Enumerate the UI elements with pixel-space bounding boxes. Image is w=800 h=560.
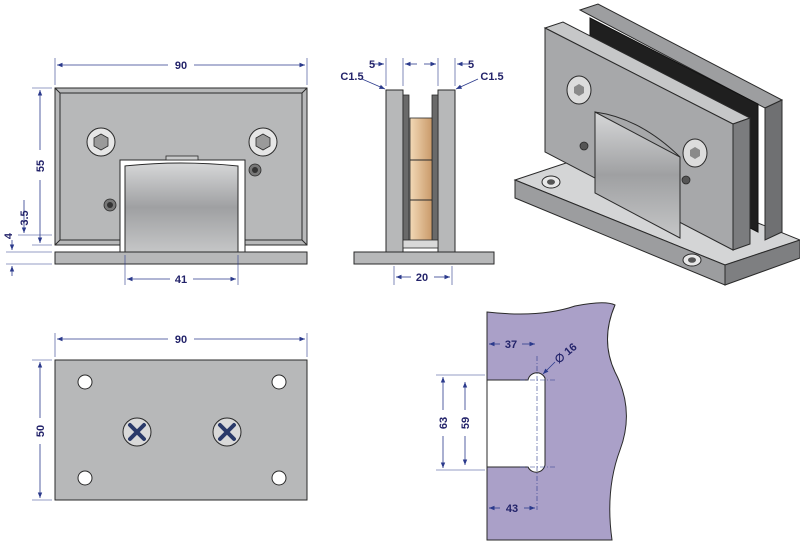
side-glass-left-dimension: 5: [369, 59, 375, 71]
base-plate: [54, 359, 308, 501]
side-chamfer-left-label: C1.5: [340, 71, 363, 83]
front-leaf-dimension: 41: [175, 274, 187, 286]
cutout-top-offset-dimension: 37: [505, 339, 517, 351]
side-right-leaf: [437, 89, 456, 253]
side-glass-right-dimension: 5: [468, 59, 474, 71]
front-plate-dimension: 4: [3, 232, 15, 239]
cutout-inner-height-dimension: 59: [460, 417, 472, 429]
screw-icon: [248, 127, 278, 157]
front-knuckle: [124, 162, 239, 253]
isometric-view: [513, 3, 800, 286]
cutout-view: 37 ∅ 16 63 59 43: [436, 302, 627, 541]
side-left-leaf: [385, 89, 404, 253]
hinge-cutout: [486, 372, 546, 473]
phillips-screw-icon: [122, 417, 152, 447]
screw-icon: [86, 127, 116, 157]
front-height-dimension: 55: [35, 160, 47, 172]
set-screw-icon: [103, 198, 117, 212]
cutout-outer-height-dimension: 63: [438, 417, 450, 429]
phillips-screw-icon: [212, 417, 242, 447]
side-base-plate: [353, 251, 495, 265]
side-view: 5 5 C1.5 C1.5 20: [340, 58, 504, 285]
side-gap-dimension: 20: [416, 272, 428, 284]
front-base-plate: [54, 251, 308, 265]
set-screw-icon: [248, 163, 262, 177]
base-height-dimension: 50: [35, 425, 47, 437]
base-width-dimension: 90: [175, 334, 187, 346]
side-chamfer-right-label: C1.5: [480, 71, 503, 83]
front-offset-dimension: 3.5: [19, 210, 31, 225]
base-view: 90 50: [32, 333, 308, 501]
front-width-dimension: 90: [175, 60, 187, 72]
side-pivot-bushing: [409, 117, 433, 245]
cutout-bottom-offset-dimension: 43: [506, 503, 518, 515]
wall-panel: [486, 302, 627, 541]
front-view: 90 55 3.5 4 41: [3, 58, 308, 286]
